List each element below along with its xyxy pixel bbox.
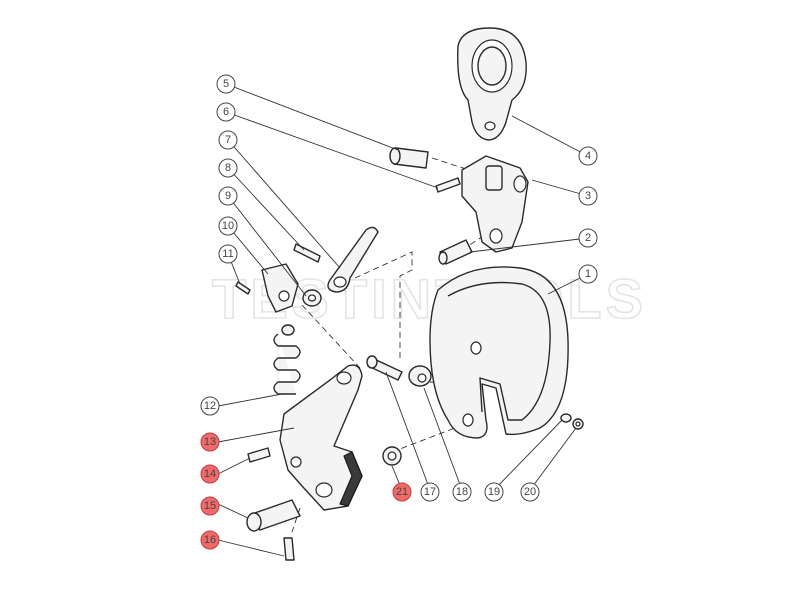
part-17-screw xyxy=(366,355,403,381)
callout-label: 13 xyxy=(204,436,216,448)
callout-6: 6 xyxy=(216,102,236,122)
part-16-pin xyxy=(283,537,295,561)
callout-12: 12 xyxy=(200,396,220,416)
callout-label: 4 xyxy=(585,150,591,162)
callout-18: 18 xyxy=(452,482,472,502)
callout-19: 19 xyxy=(484,482,504,502)
callout-21: 21 xyxy=(392,482,412,502)
part-7-lever xyxy=(327,226,379,293)
callout-2: 2 xyxy=(578,228,598,248)
callout-11: 11 xyxy=(218,244,238,264)
callout-label: 8 xyxy=(225,162,231,174)
callout-16: 16 xyxy=(200,530,220,550)
part-6-pin xyxy=(435,177,461,193)
callout-15: 15 xyxy=(200,496,220,516)
callout-20: 20 xyxy=(520,482,540,502)
callout-10: 10 xyxy=(218,216,238,236)
part-3-clevis xyxy=(461,155,529,253)
callout-label: 5 xyxy=(223,78,229,90)
part-9-washer xyxy=(302,289,322,307)
part-15-pin xyxy=(246,499,301,532)
callout-label: 16 xyxy=(204,534,216,546)
leader-lines xyxy=(217,83,589,557)
callout-label: 10 xyxy=(222,220,234,232)
part-12-spring xyxy=(273,324,301,395)
callout-8: 8 xyxy=(218,158,238,178)
callout-label: 18 xyxy=(456,486,468,498)
part-2-pin xyxy=(438,239,473,265)
callout-label: 3 xyxy=(585,190,591,202)
callout-label: 11 xyxy=(222,248,233,260)
callout-label: 12 xyxy=(204,400,216,412)
callout-label: 7 xyxy=(225,134,231,146)
callout-label: 19 xyxy=(488,486,500,498)
callout-label: 15 xyxy=(204,500,216,512)
part-4-shackle xyxy=(457,27,527,141)
callout-label: 6 xyxy=(223,106,229,118)
callout-14: 14 xyxy=(200,464,220,484)
callout-7: 7 xyxy=(218,130,238,150)
callout-label: 21 xyxy=(396,486,408,498)
callout-3: 3 xyxy=(578,186,598,206)
callout-17: 17 xyxy=(420,482,440,502)
callout-label: 9 xyxy=(225,190,231,202)
callout-13: 13 xyxy=(200,432,220,452)
part-10-cam xyxy=(261,263,299,313)
part-21-bushing xyxy=(382,446,402,466)
callout-label: 14 xyxy=(204,468,216,480)
part-13-cam-arm xyxy=(279,364,363,511)
callout-label: 1 xyxy=(585,268,591,280)
callout-label: 2 xyxy=(585,232,591,244)
callout-5: 5 xyxy=(216,74,236,94)
callout-label: 17 xyxy=(424,486,436,498)
part-8-pin xyxy=(293,243,321,263)
part-20-washer xyxy=(572,418,584,430)
callout-9: 9 xyxy=(218,186,238,206)
callout-1: 1 xyxy=(578,264,598,284)
part-11-pin xyxy=(235,281,251,295)
part-5-pin xyxy=(389,147,429,169)
part-19-clip xyxy=(560,413,572,423)
callout-label: 20 xyxy=(524,486,536,498)
part-14-pin xyxy=(247,447,271,463)
part-1-body xyxy=(429,266,569,439)
callout-4: 4 xyxy=(578,146,598,166)
part-18-roller xyxy=(408,365,432,387)
